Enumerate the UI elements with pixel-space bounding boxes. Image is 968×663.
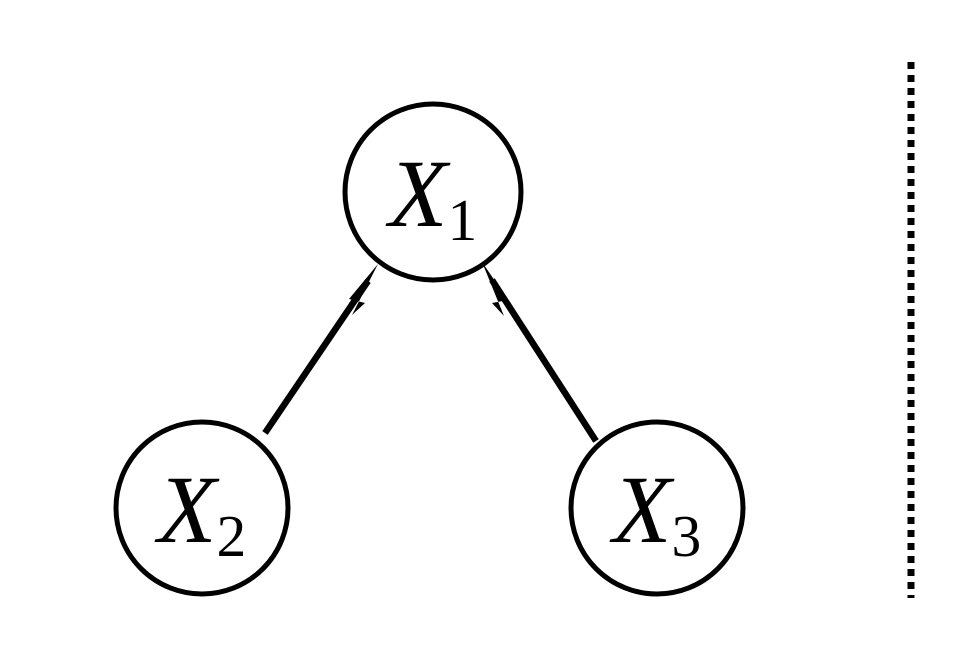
edge-x2-to-x1 — [262, 264, 378, 435]
node-x1-circle[interactable] — [342, 101, 524, 283]
node-x1[interactable]: X1 — [342, 101, 524, 283]
node-x2[interactable]: X2 — [113, 419, 291, 597]
arrowhead-x3-x1 — [482, 262, 508, 316]
node-x3-label-base: X — [609, 456, 675, 563]
node-x2-label-base: X — [154, 456, 220, 563]
node-x2-circle[interactable] — [113, 419, 291, 597]
node-x3-label: X3 — [609, 456, 701, 569]
node-x2-label-subscript: 2 — [216, 503, 246, 569]
edge-x3-to-x1 — [482, 262, 599, 443]
edge-x3-x1-line — [489, 278, 599, 443]
node-x3-label-subscript: 3 — [671, 503, 701, 569]
edge-x2-x1-line — [262, 279, 371, 435]
arrowhead-x2-x1 — [349, 264, 378, 315]
node-x2-label: X2 — [154, 456, 246, 569]
node-x1-label-subscript: 1 — [447, 187, 477, 253]
node-x1-label: X1 — [385, 140, 477, 253]
node-x3-circle[interactable] — [568, 419, 746, 597]
node-x1-label-base: X — [385, 140, 451, 247]
node-x3[interactable]: X3 — [568, 419, 746, 597]
